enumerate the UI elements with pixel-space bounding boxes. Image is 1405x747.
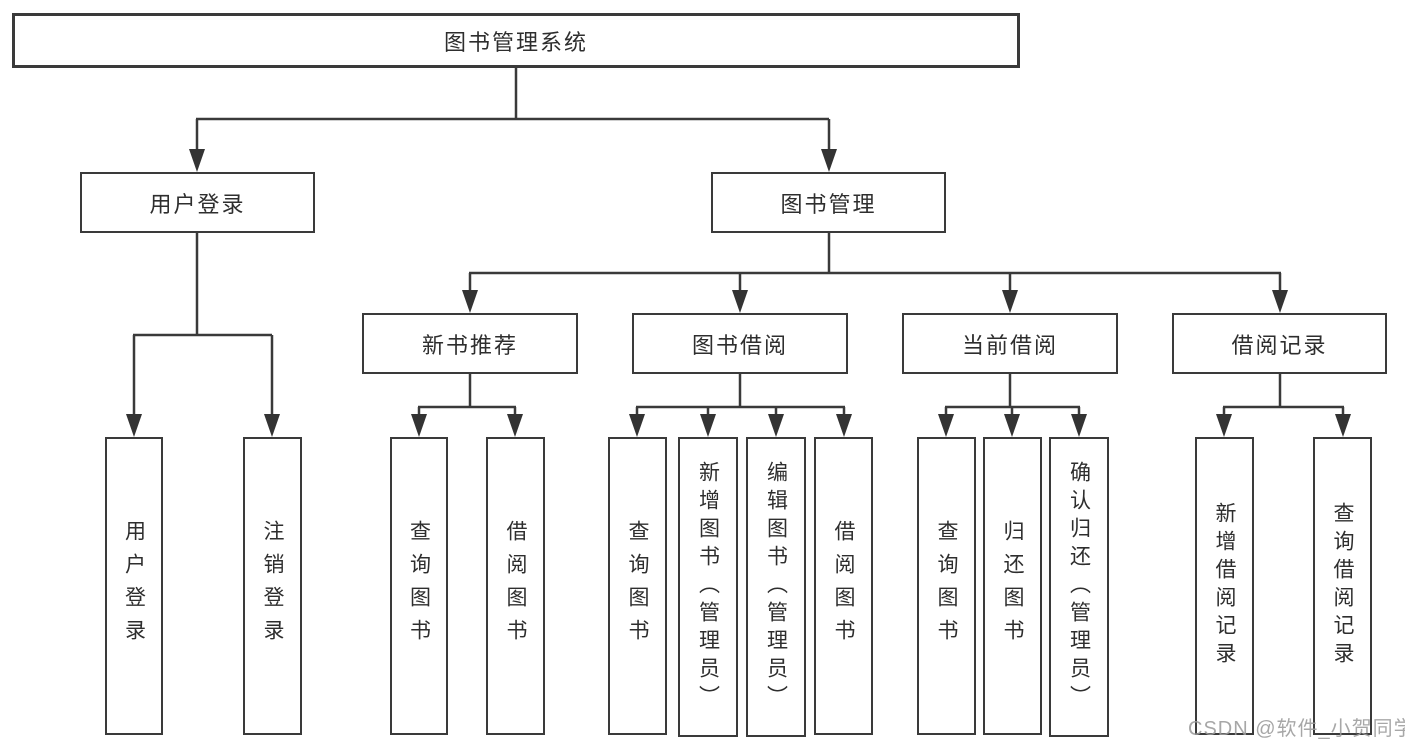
leaf-edit-book-admin-label: 编辑图书（管理员） <box>764 461 788 713</box>
leaf-borrow-book-label: 借阅图书 <box>832 520 855 652</box>
leaf-recommend-query-book: 查询图书 <box>390 437 448 735</box>
arrow-down-icon <box>264 414 280 437</box>
node-book-management: 图书管理 <box>711 172 946 233</box>
arrow-down-icon <box>821 149 837 172</box>
arrow-down-icon <box>938 414 954 437</box>
root-node-library-system: 图书管理系统 <box>12 13 1020 68</box>
node-book-borrow-label: 图书借阅 <box>691 332 788 358</box>
connector-new-book-split <box>417 374 517 419</box>
leaf-confirm-return-admin-label: 确认归还（管理员） <box>1067 461 1091 713</box>
arrow-down-icon <box>1004 414 1020 437</box>
leaf-user-login-label: 用户登录 <box>122 520 146 652</box>
leaf-current-query-book-label: 查询图书 <box>935 520 958 652</box>
connector-lines <box>132 68 1345 419</box>
leaf-borrow-query-book: 查询图书 <box>608 437 667 735</box>
node-borrow-records-label: 借阅记录 <box>1231 332 1328 358</box>
leaf-recommend-borrow-book: 借阅图书 <box>486 437 545 735</box>
leaf-borrow-query-book-label: 查询图书 <box>626 520 649 652</box>
leaf-return-book: 归还图书 <box>983 437 1042 735</box>
node-new-book-recommend: 新书推荐 <box>362 313 578 374</box>
leaf-add-borrow-record: 新增借阅记录 <box>1195 437 1254 735</box>
leaf-edit-book-admin: 编辑图书（管理员） <box>746 437 806 737</box>
arrow-down-icon <box>732 290 748 313</box>
leaf-add-book-admin-label: 新增图书（管理员） <box>696 461 720 713</box>
node-user-login-label: 用户登录 <box>149 191 246 217</box>
arrow-down-icon <box>700 414 716 437</box>
leaf-query-borrow-record: 查询借阅记录 <box>1313 437 1372 735</box>
leaf-add-book-admin: 新增图书（管理员） <box>678 437 738 737</box>
leaf-borrow-book: 借阅图书 <box>814 437 873 735</box>
arrow-down-icon <box>126 414 142 437</box>
arrow-down-icon <box>768 414 784 437</box>
leaf-logout: 注销登录 <box>243 437 302 735</box>
arrow-down-icon <box>1071 414 1087 437</box>
node-current-borrow-label: 当前借阅 <box>961 332 1058 358</box>
connector-root-to-level2 <box>195 68 831 152</box>
leaf-user-login: 用户登录 <box>105 437 163 735</box>
leaf-recommend-query-book-label: 查询图书 <box>407 520 431 652</box>
connector-book-borrow-split <box>635 374 846 419</box>
arrow-down-icon <box>836 414 852 437</box>
node-current-borrow: 当前借阅 <box>902 313 1118 374</box>
node-book-borrow: 图书借阅 <box>632 313 848 374</box>
leaf-current-query-book: 查询图书 <box>917 437 976 735</box>
arrow-down-icon <box>1216 414 1232 437</box>
arrow-down-icon <box>1002 290 1018 313</box>
connector-user-login-split <box>132 233 274 418</box>
arrow-down-icon <box>411 414 427 437</box>
csdn-watermark: CSDN @软件_小贺同学 <box>1188 718 1405 740</box>
node-borrow-records: 借阅记录 <box>1172 313 1387 374</box>
arrow-down-icon <box>189 149 205 172</box>
leaf-add-borrow-record-label: 新增借阅记录 <box>1213 502 1236 670</box>
connector-current-borrow-split <box>944 374 1081 419</box>
arrowhead-icons <box>126 149 1351 437</box>
leaf-confirm-return-admin: 确认归还（管理员） <box>1049 437 1109 737</box>
root-node-label: 图书管理系统 <box>443 29 588 55</box>
connector-borrow-records-split <box>1222 374 1345 419</box>
arrow-down-icon <box>1335 414 1351 437</box>
node-new-book-recommend-label: 新书推荐 <box>421 332 518 358</box>
leaf-query-borrow-record-label: 查询借阅记录 <box>1331 502 1354 670</box>
arrow-down-icon <box>1272 290 1288 313</box>
leaf-recommend-borrow-book-label: 借阅图书 <box>504 520 527 652</box>
arrow-down-icon <box>507 414 523 437</box>
node-user-login: 用户登录 <box>80 172 315 233</box>
arrow-down-icon <box>629 414 645 437</box>
node-book-management-label: 图书管理 <box>780 191 877 217</box>
arrow-down-icon <box>462 290 478 313</box>
leaf-logout-label: 注销登录 <box>261 520 284 652</box>
leaf-return-book-label: 归还图书 <box>1001 520 1024 652</box>
connector-book-management-split <box>468 233 1282 294</box>
